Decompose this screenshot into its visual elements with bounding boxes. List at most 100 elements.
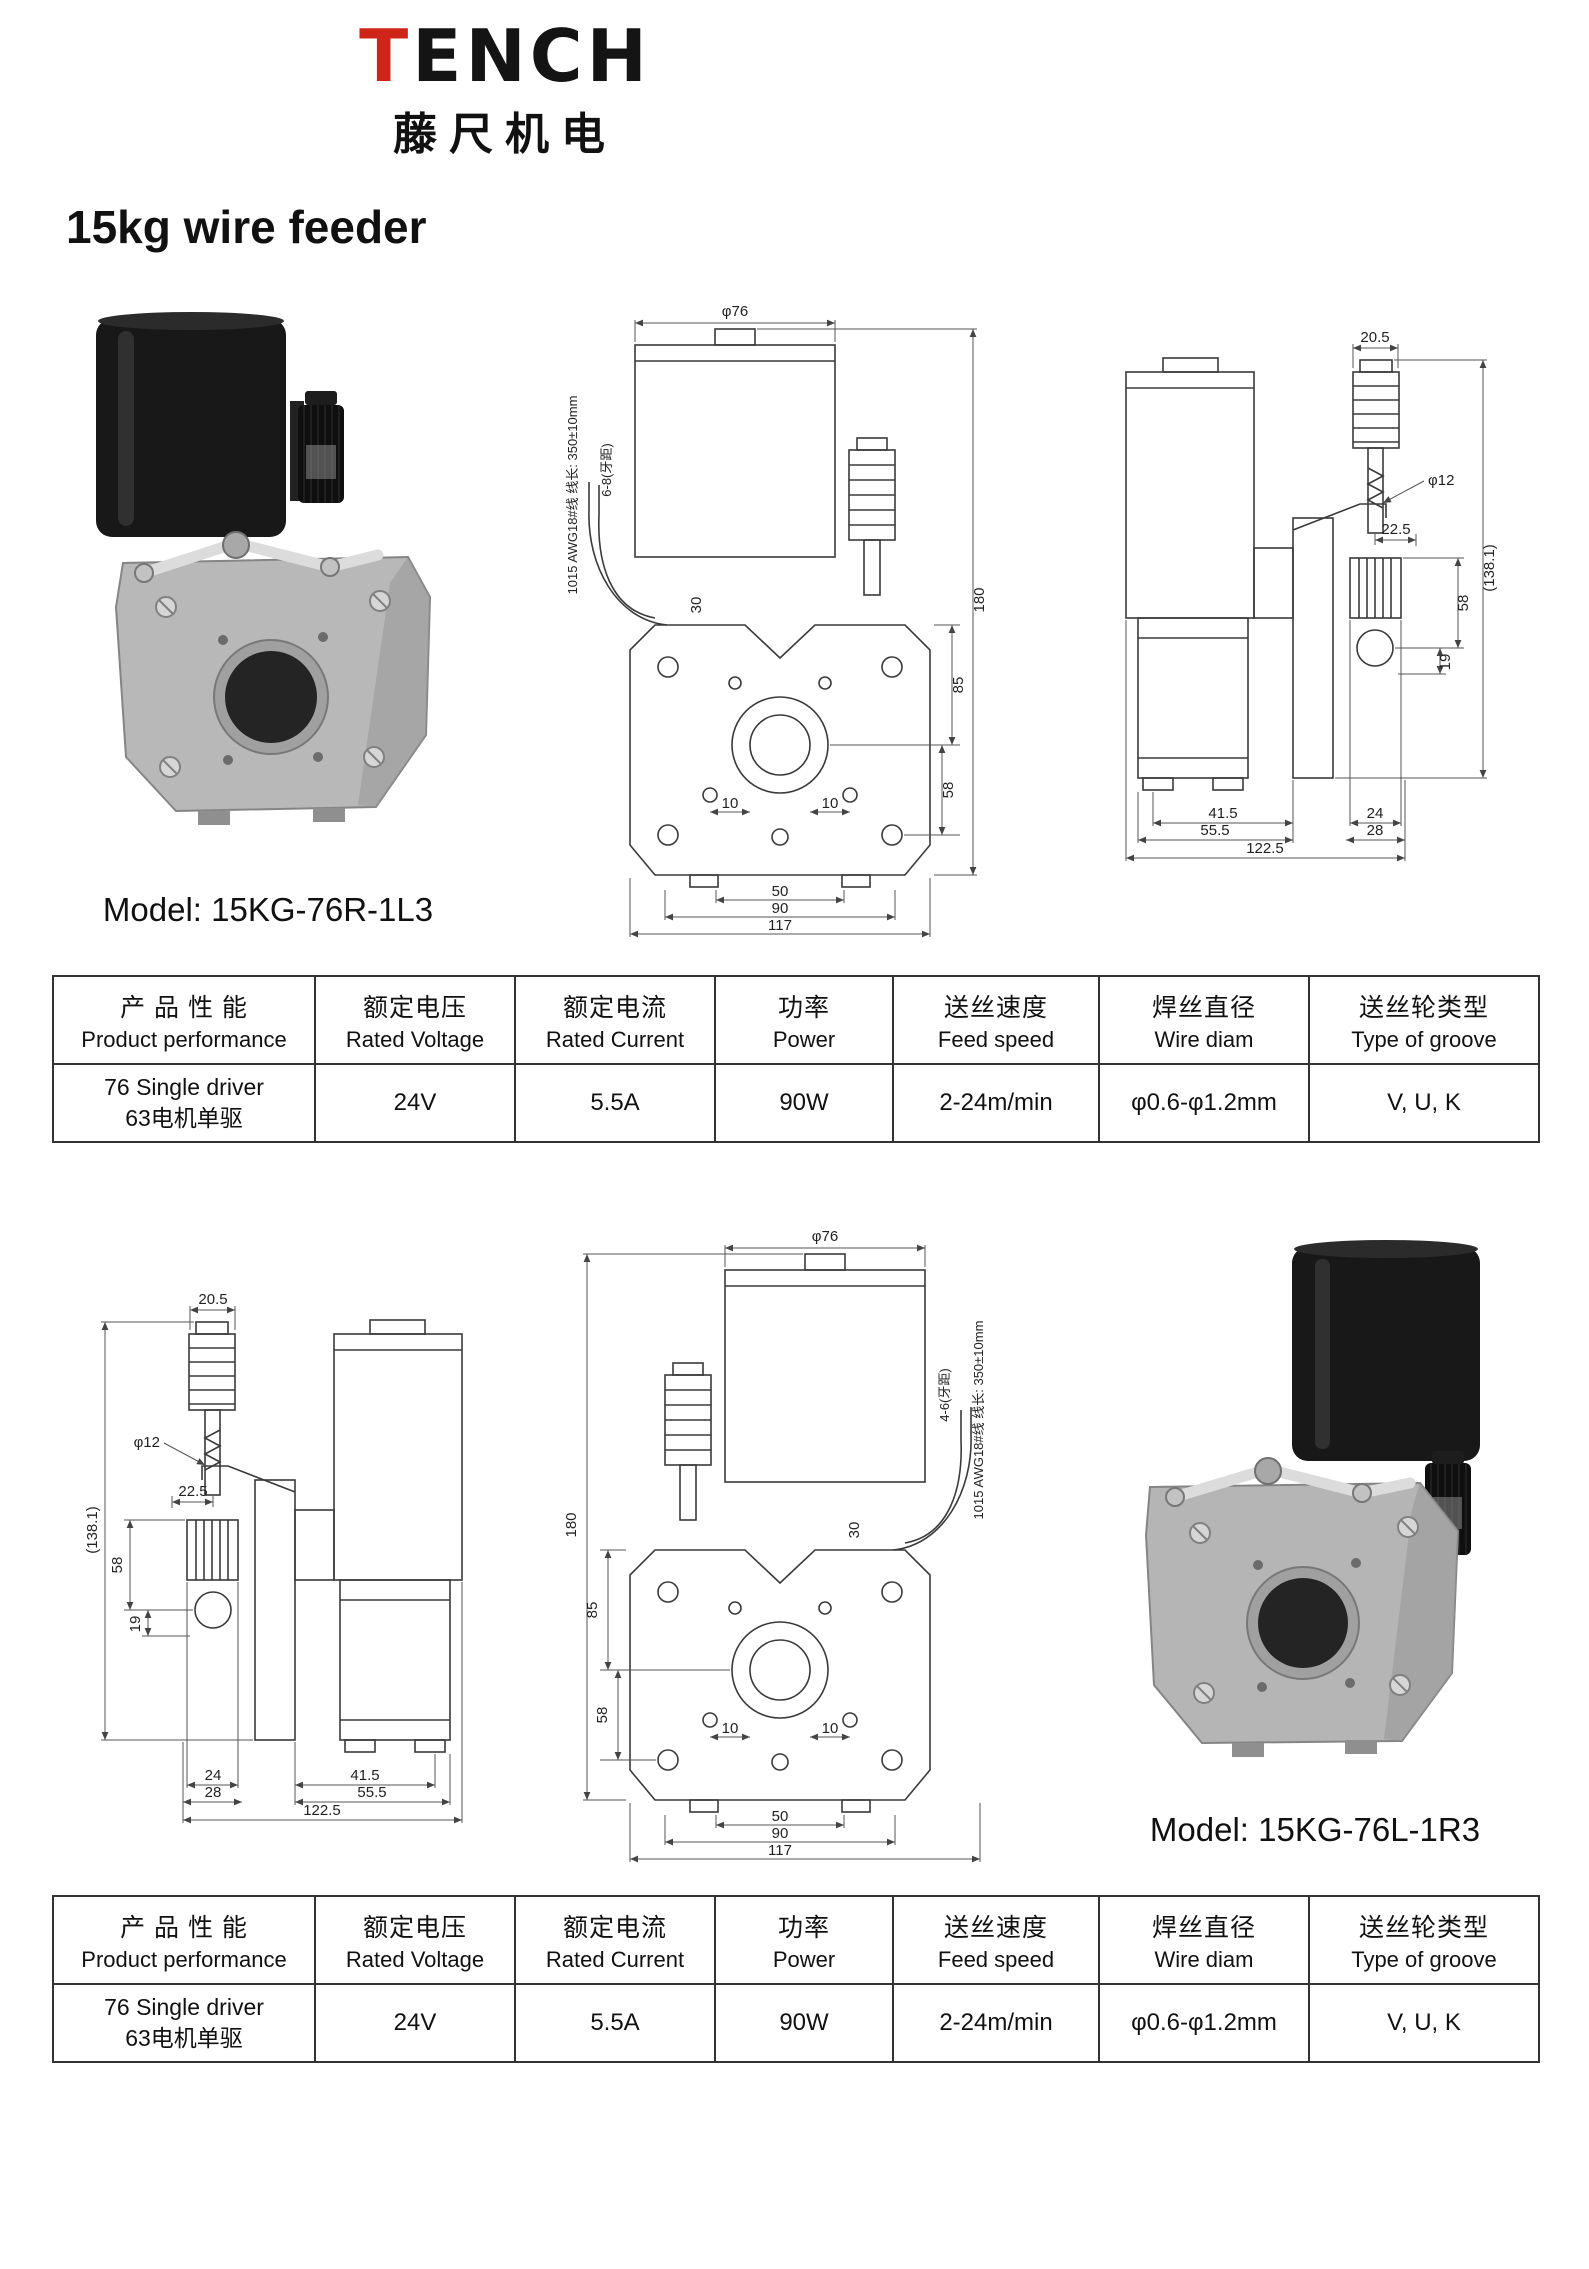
dim-50: 50	[772, 1808, 789, 1825]
dim-117: 117	[768, 1842, 792, 1859]
photo-feeder-body	[1144, 1457, 1460, 1757]
dim-58-side: 58	[1455, 595, 1472, 612]
dim-shaft-diameter: φ12	[1428, 472, 1454, 489]
header-en: Power	[772, 1026, 836, 1052]
cell-rated-current: 5.5A	[514, 1063, 716, 1143]
model-label-top: Model: 15KG-76R-1L3	[102, 891, 434, 928]
dim-58-side: 58	[109, 1557, 126, 1574]
dim-pivot-offset: 22.5	[178, 1483, 207, 1500]
dim-24: 24	[1367, 805, 1384, 822]
dim-117: 117	[768, 917, 792, 934]
photo-motor	[1292, 1240, 1480, 1461]
header-en: Rated Current	[545, 1946, 685, 1972]
dim-30: 30	[688, 597, 705, 614]
front-view-technical-drawing: φ76 180 85 58 30 10 10 50 90 117 6-8(牙距)…	[565, 303, 988, 938]
col-header-rated-current: 额定电流 Rated Current	[514, 1895, 716, 1985]
dim-pivot-offset: 22.5	[1381, 521, 1410, 538]
side-view-drawing-top: 20.5 φ12 22.5 (138.1) 58 19 41.5 24 55.5…	[1068, 318, 1503, 908]
header-cn: 功率	[777, 1913, 830, 1942]
side-view-dimension-lines	[101, 1306, 463, 1824]
product-name-en: 76 Single driver	[104, 1073, 264, 1100]
side-view-drawing-bottom: 20.5 φ12 22.5 (138.1) 58 19 24 41.5 28 5…	[85, 1280, 520, 1870]
dim-10-right: 10	[822, 1720, 839, 1737]
cell-rated-current: 5.5A	[514, 1983, 716, 2063]
dim-knob-width: 20.5	[198, 1291, 227, 1308]
dim-motor-diameter: φ76	[812, 1228, 838, 1245]
header-cn: 送丝轮类型	[1358, 1913, 1489, 1942]
dim-total-height: 180	[563, 1512, 580, 1537]
col-header-power: 功率 Power	[714, 1895, 894, 1985]
cell-rated-voltage: 24V	[314, 1983, 516, 2063]
front-view-geometry	[629, 1253, 972, 1813]
product-name-cn: 63电机单驱	[125, 2025, 243, 2051]
cell-feed-speed: 2-24m/min	[892, 1063, 1100, 1143]
cell-feed-speed: 2-24m/min	[892, 1983, 1100, 2063]
photo-motor	[96, 312, 286, 537]
header-cn: 焊丝直径	[1151, 993, 1256, 1022]
dim-19-side: 19	[127, 1616, 144, 1633]
product-photo-top: Model: 15KG-76R-1L3	[78, 305, 458, 929]
side-view-dimension-labels: 20.5 φ12 22.5 (138.1) 58 19 24 41.5 28 5…	[85, 1291, 387, 1819]
cell-wire-diam: φ0.6-φ1.2mm	[1098, 1983, 1310, 2063]
brand-logo-chinese: 藤尺机电	[393, 110, 617, 159]
dim-122-5: 122.5	[1246, 840, 1284, 857]
product-photo-bottom: Model: 15KG-76L-1R3	[1120, 1235, 1510, 1849]
side-view-dimension-labels: 20.5 φ12 22.5 (138.1) 58 19 41.5 24 55.5…	[1200, 329, 1498, 857]
cell-groove-type: V, U, K	[1308, 1063, 1540, 1143]
dim-knob-width: 20.5	[1360, 329, 1389, 346]
header-cn: 功率	[777, 993, 830, 1022]
dim-90: 90	[772, 1825, 789, 1842]
header-en: Feed speed	[937, 1026, 1055, 1052]
dim-19-side: 19	[1437, 654, 1454, 671]
cell-rated-voltage: 24V	[314, 1063, 516, 1143]
dim-24: 24	[205, 1767, 222, 1784]
header-cn: 产 品 性 能	[120, 993, 248, 1022]
col-header-power: 功率 Power	[714, 975, 894, 1065]
header-cn: 产 品 性 能	[120, 1913, 248, 1942]
header-en: Rated Current	[545, 1026, 685, 1052]
col-header-wire-diam: 焊丝直径 Wire diam	[1098, 975, 1310, 1065]
dim-10-right: 10	[822, 795, 839, 812]
model-label-bottom: Model: 15KG-76L-1R3	[1149, 1811, 1481, 1848]
dim-41-5: 41.5	[1208, 805, 1237, 822]
dim-shaft-diameter: φ12	[134, 1434, 160, 1451]
header-en: Wire diam	[1154, 1946, 1254, 1972]
header-en: Power	[772, 1946, 836, 1972]
product-name-en: 76 Single driver	[104, 1993, 264, 2020]
dim-10-left: 10	[722, 795, 739, 812]
product-photo-top-image	[96, 312, 432, 825]
note-thread-pitch: 6-8(牙距)	[599, 443, 614, 496]
note-wire-length: 1015 AWG18#线 线长: 350±10mm	[971, 1321, 986, 1520]
dim-motor-diameter: φ76	[722, 303, 748, 320]
header-cn: 送丝速度	[943, 993, 1048, 1022]
header-en: Rated Voltage	[345, 1026, 485, 1052]
front-view-technical-drawing-mirrored: φ76 180 85 58 30 10 10 50 90 117 4-6(牙距)…	[563, 1228, 986, 1863]
dim-50: 50	[772, 883, 789, 900]
side-view-technical-drawing-mirrored: 20.5 φ12 22.5 (138.1) 58 19 24 41.5 28 5…	[85, 1291, 463, 1824]
dim-lower-height: 58	[594, 1707, 611, 1724]
header-en: Product performance	[81, 1946, 287, 1972]
note-wire-length: 1015 AWG18#线 线长: 350±10mm	[565, 396, 580, 595]
front-view-dimension-lines	[583, 1244, 981, 1863]
dim-28: 28	[205, 1784, 222, 1801]
header-en: Feed speed	[937, 1946, 1055, 1972]
header-en: Rated Voltage	[345, 1946, 485, 1972]
product-name-cn: 63电机单驱	[125, 1105, 243, 1131]
col-header-product-performance: 产 品 性 能 Product performance	[52, 1895, 316, 1985]
header-en: Wire diam	[1154, 1026, 1254, 1052]
header-cn: 额定电流	[562, 1913, 667, 1942]
dim-41-5: 41.5	[350, 1767, 379, 1784]
cell-product-name: 76 Single driver 63电机单驱	[52, 1983, 316, 2063]
side-view-geometry	[1125, 357, 1402, 791]
brand-logo-letter-t: T	[359, 14, 413, 98]
dim-total-height-side: (138.1)	[85, 1506, 101, 1554]
